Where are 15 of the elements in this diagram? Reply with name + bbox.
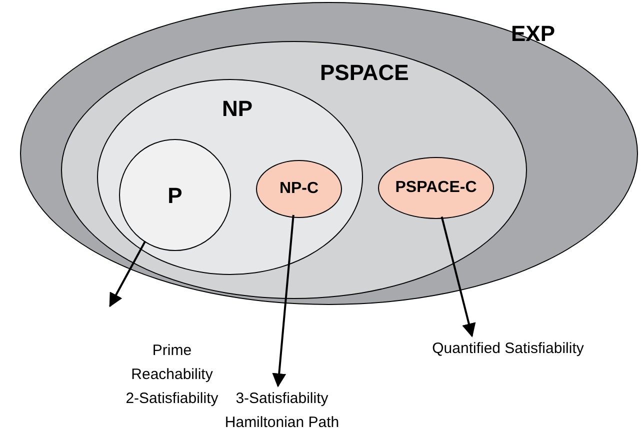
arrow xyxy=(109,240,146,308)
class-label: PSPACE-C xyxy=(395,178,477,198)
arrow xyxy=(272,214,294,388)
problem-name: Prime xyxy=(152,342,192,360)
problem-name: Reachability xyxy=(131,366,213,384)
class-label: PSPACE xyxy=(320,59,409,87)
class-label: EXP xyxy=(511,20,556,48)
class-label: P xyxy=(168,182,182,210)
problem-name: 3-Satisfiability xyxy=(236,390,328,408)
class-label: NP xyxy=(222,95,253,123)
arrow xyxy=(440,216,476,338)
problem-name: Quantified Satisfiability xyxy=(432,340,584,358)
problem-name: 2-Satisfiability xyxy=(126,390,218,408)
class-label: NP-C xyxy=(279,179,319,199)
problem-name: Hamiltonian Path xyxy=(224,414,340,432)
